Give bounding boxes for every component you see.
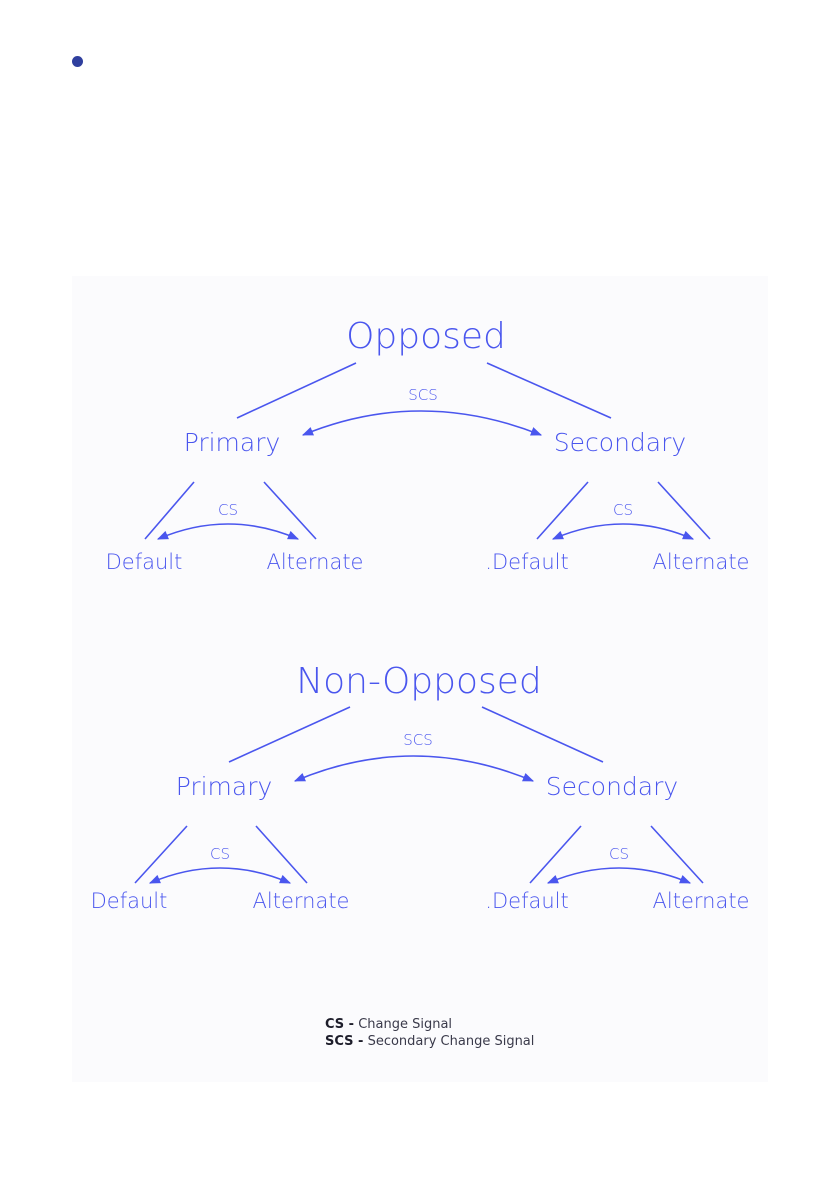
non-opposed-left-alternate: Alternate [253, 889, 350, 913]
non-opposed-branch-right [482, 707, 603, 762]
opposed-branch-left [237, 363, 356, 418]
non-opposed-secondary: Secondary [546, 772, 678, 801]
non-opposed-scs-arrow [295, 756, 533, 781]
opposed-secondary-branch-left [537, 482, 588, 539]
opposed-left-default: Default [106, 550, 183, 574]
opposed-left-alternate: Alternate [267, 550, 364, 574]
legend-scs-desc: Secondary Change Signal [363, 1034, 534, 1049]
non-opposed-right-default: .Default [485, 889, 568, 913]
legend-cs-key: CS - [325, 1017, 354, 1032]
opposed-primary-branch-left [145, 482, 194, 539]
opposed-scs-label: SCS [408, 386, 438, 404]
legend-cs: CS - Change Signal [325, 1016, 534, 1033]
non-opposed-left-cs-label: CS [210, 845, 230, 863]
opposed-right-alternate: Alternate [653, 550, 750, 574]
opposed-scs-arrow [303, 411, 541, 435]
legend-scs-key: SCS - [325, 1034, 363, 1049]
opposed-primary: Primary [184, 428, 281, 457]
non-opposed-left-default: Default [91, 889, 168, 913]
opposed-branch-right [487, 363, 611, 418]
opposed-right-cs-label: CS [613, 501, 633, 519]
non-opposed-right-alternate: Alternate [653, 889, 750, 913]
non-opposed-branch-left [229, 707, 350, 762]
non-opposed-secondary-branch-right [651, 826, 703, 883]
legend: CS - Change Signal SCS - Secondary Chang… [325, 1016, 534, 1050]
non-opposed-right-cs-label: CS [609, 845, 629, 863]
opposed-title: Opposed [346, 316, 506, 357]
non-opposed-primary: Primary [176, 772, 273, 801]
opposed-secondary-branch-right [658, 482, 710, 539]
non-opposed-tree: Non-Opposed SCS Primary Secondary CS Def… [91, 661, 750, 913]
legend-scs: SCS - Secondary Change Signal [325, 1033, 534, 1050]
non-opposed-right-cs-arrow [548, 868, 690, 883]
legend-cs-desc: Change Signal [354, 1017, 452, 1032]
non-opposed-primary-branch-left [135, 826, 187, 883]
opposed-tree: Opposed SCS Primary Secondary CS Default… [106, 316, 750, 574]
opposed-right-cs-arrow [553, 524, 693, 539]
non-opposed-left-cs-arrow [150, 868, 290, 883]
opposed-secondary: Secondary [554, 428, 686, 457]
non-opposed-scs-label: SCS [403, 731, 433, 749]
non-opposed-title: Non-Opposed [296, 661, 542, 702]
opposed-left-cs-arrow [158, 524, 298, 539]
opposed-right-default: .Default [485, 550, 568, 574]
opposed-left-cs-label: CS [218, 501, 238, 519]
